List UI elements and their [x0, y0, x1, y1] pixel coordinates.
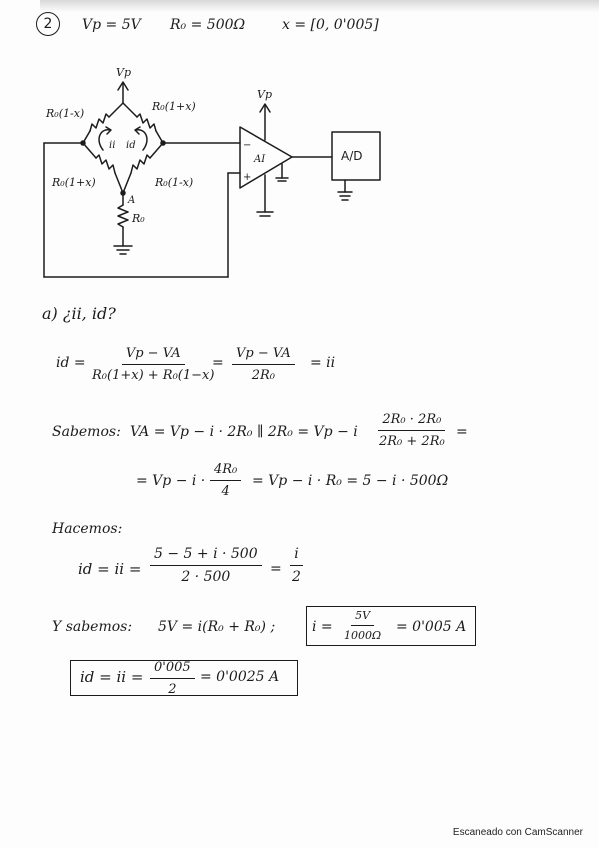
eq1-num2: Vp − VA [232, 346, 295, 365]
resistor-bottom-label: R₀ [131, 212, 145, 225]
sabemos-label: Sabemos: [52, 424, 121, 440]
eq4-mid: = [270, 561, 282, 577]
node-a-label: A [127, 195, 135, 206]
current-d-label: id [126, 140, 136, 151]
x-range: x = [0, 0'005] [282, 17, 379, 33]
eq4-num2: i [290, 546, 303, 566]
question-a: a) ¿ii, id? [42, 304, 116, 323]
scanner-footer: Escaneado con CamScanner [452, 827, 583, 838]
eq3-start: = Vp − i · [136, 473, 206, 489]
eq4-lhs: id = ii = [78, 560, 142, 578]
current-i-label: ii [109, 140, 115, 151]
vp-amp-label: Vp [257, 88, 272, 101]
resistor-top-left-label: R₀(1-x) [45, 107, 84, 120]
circuit-diagram: Vp Vp R₀(1-x) R₀(1+x) R₀(1+x) R₀(1-x) R₀… [43, 66, 381, 278]
eq1-num1: Vp − VA [121, 346, 185, 365]
amp-plus-label: + [243, 172, 251, 183]
eq4-fraction-2: i 2 [288, 546, 305, 585]
eq1-equals: = [212, 355, 224, 371]
eq6-num: 0'005 [150, 660, 195, 679]
eq1-fraction-1: Vp − VA R₀(1+x) + R₀(1−x) [88, 346, 218, 383]
eq1-den1: R₀(1+x) + R₀(1−x) [92, 368, 215, 383]
eq3-fraction: 4R₀ 4 [210, 462, 242, 499]
result-i-box [306, 606, 476, 646]
resistor-bottom-left-label: R₀(1+x) [51, 176, 96, 189]
eq4-den2: 2 [292, 569, 301, 585]
eq5-box-den: 1000Ω [344, 629, 382, 642]
result-id-box [70, 660, 298, 696]
amp-minus-label: − [243, 140, 251, 151]
resistor-top-right-label: R₀(1+x) [151, 100, 196, 113]
hacemos-label: Hacemos: [52, 521, 123, 537]
eq2-num: 2R₀ · 2R₀ [378, 412, 446, 431]
eq6-lhs: id = ii = [80, 668, 144, 686]
eq5-box-fraction: 5V 1000Ω [340, 609, 385, 642]
resistor-bottom-right-label: R₀(1-x) [154, 176, 193, 189]
eq6-rhs: = 0'0025 A [200, 669, 280, 685]
vp-top-label: Vp [116, 66, 131, 79]
eq5-box-num: 5V [351, 609, 375, 626]
eq5-box-rhs: = 0'005 A [396, 619, 467, 635]
eq1-lhs: id = [56, 355, 86, 371]
eq4-num: 5 − 5 + i · 500 [150, 546, 262, 566]
eq1-rhs: = ii [310, 355, 336, 371]
eq2-fraction: 2R₀ · 2R₀ 2R₀ + 2R₀ [375, 412, 449, 449]
eq4-fraction-1: 5 − 5 + i · 500 2 · 500 [150, 546, 262, 585]
eq3-den: 4 [221, 484, 230, 499]
eq5-box-lhs: i = [312, 619, 333, 635]
amp-label: AI [253, 154, 266, 165]
problem-number: 2 [36, 12, 60, 36]
adc-label: A/D [341, 149, 363, 163]
y-sabemos-label: Y sabemos: [52, 619, 133, 635]
eq4-den: 2 · 500 [181, 569, 231, 585]
vp-value: Vp = 5V [82, 17, 141, 33]
eq6-den: 2 [168, 682, 177, 697]
eq2-text: VA = Vp − i · 2R₀ ∥ 2R₀ = Vp − i [130, 424, 358, 440]
scan-shadow [40, 0, 599, 12]
eq3-end: = Vp − i · R₀ = 5 − i · 500Ω [252, 473, 449, 489]
eq5-text: 5V = i(R₀ + R₀) ; [158, 619, 276, 635]
eq6-fraction: 0'005 2 [150, 660, 195, 697]
r0-value: R₀ = 500Ω [170, 17, 246, 33]
eq2-end: = [456, 424, 468, 440]
eq3-num: 4R₀ [210, 462, 242, 481]
eq1-den2: 2R₀ [251, 368, 276, 383]
eq1-fraction-2: Vp − VA 2R₀ [232, 346, 295, 383]
eq2-den: 2R₀ + 2R₀ [379, 434, 445, 449]
